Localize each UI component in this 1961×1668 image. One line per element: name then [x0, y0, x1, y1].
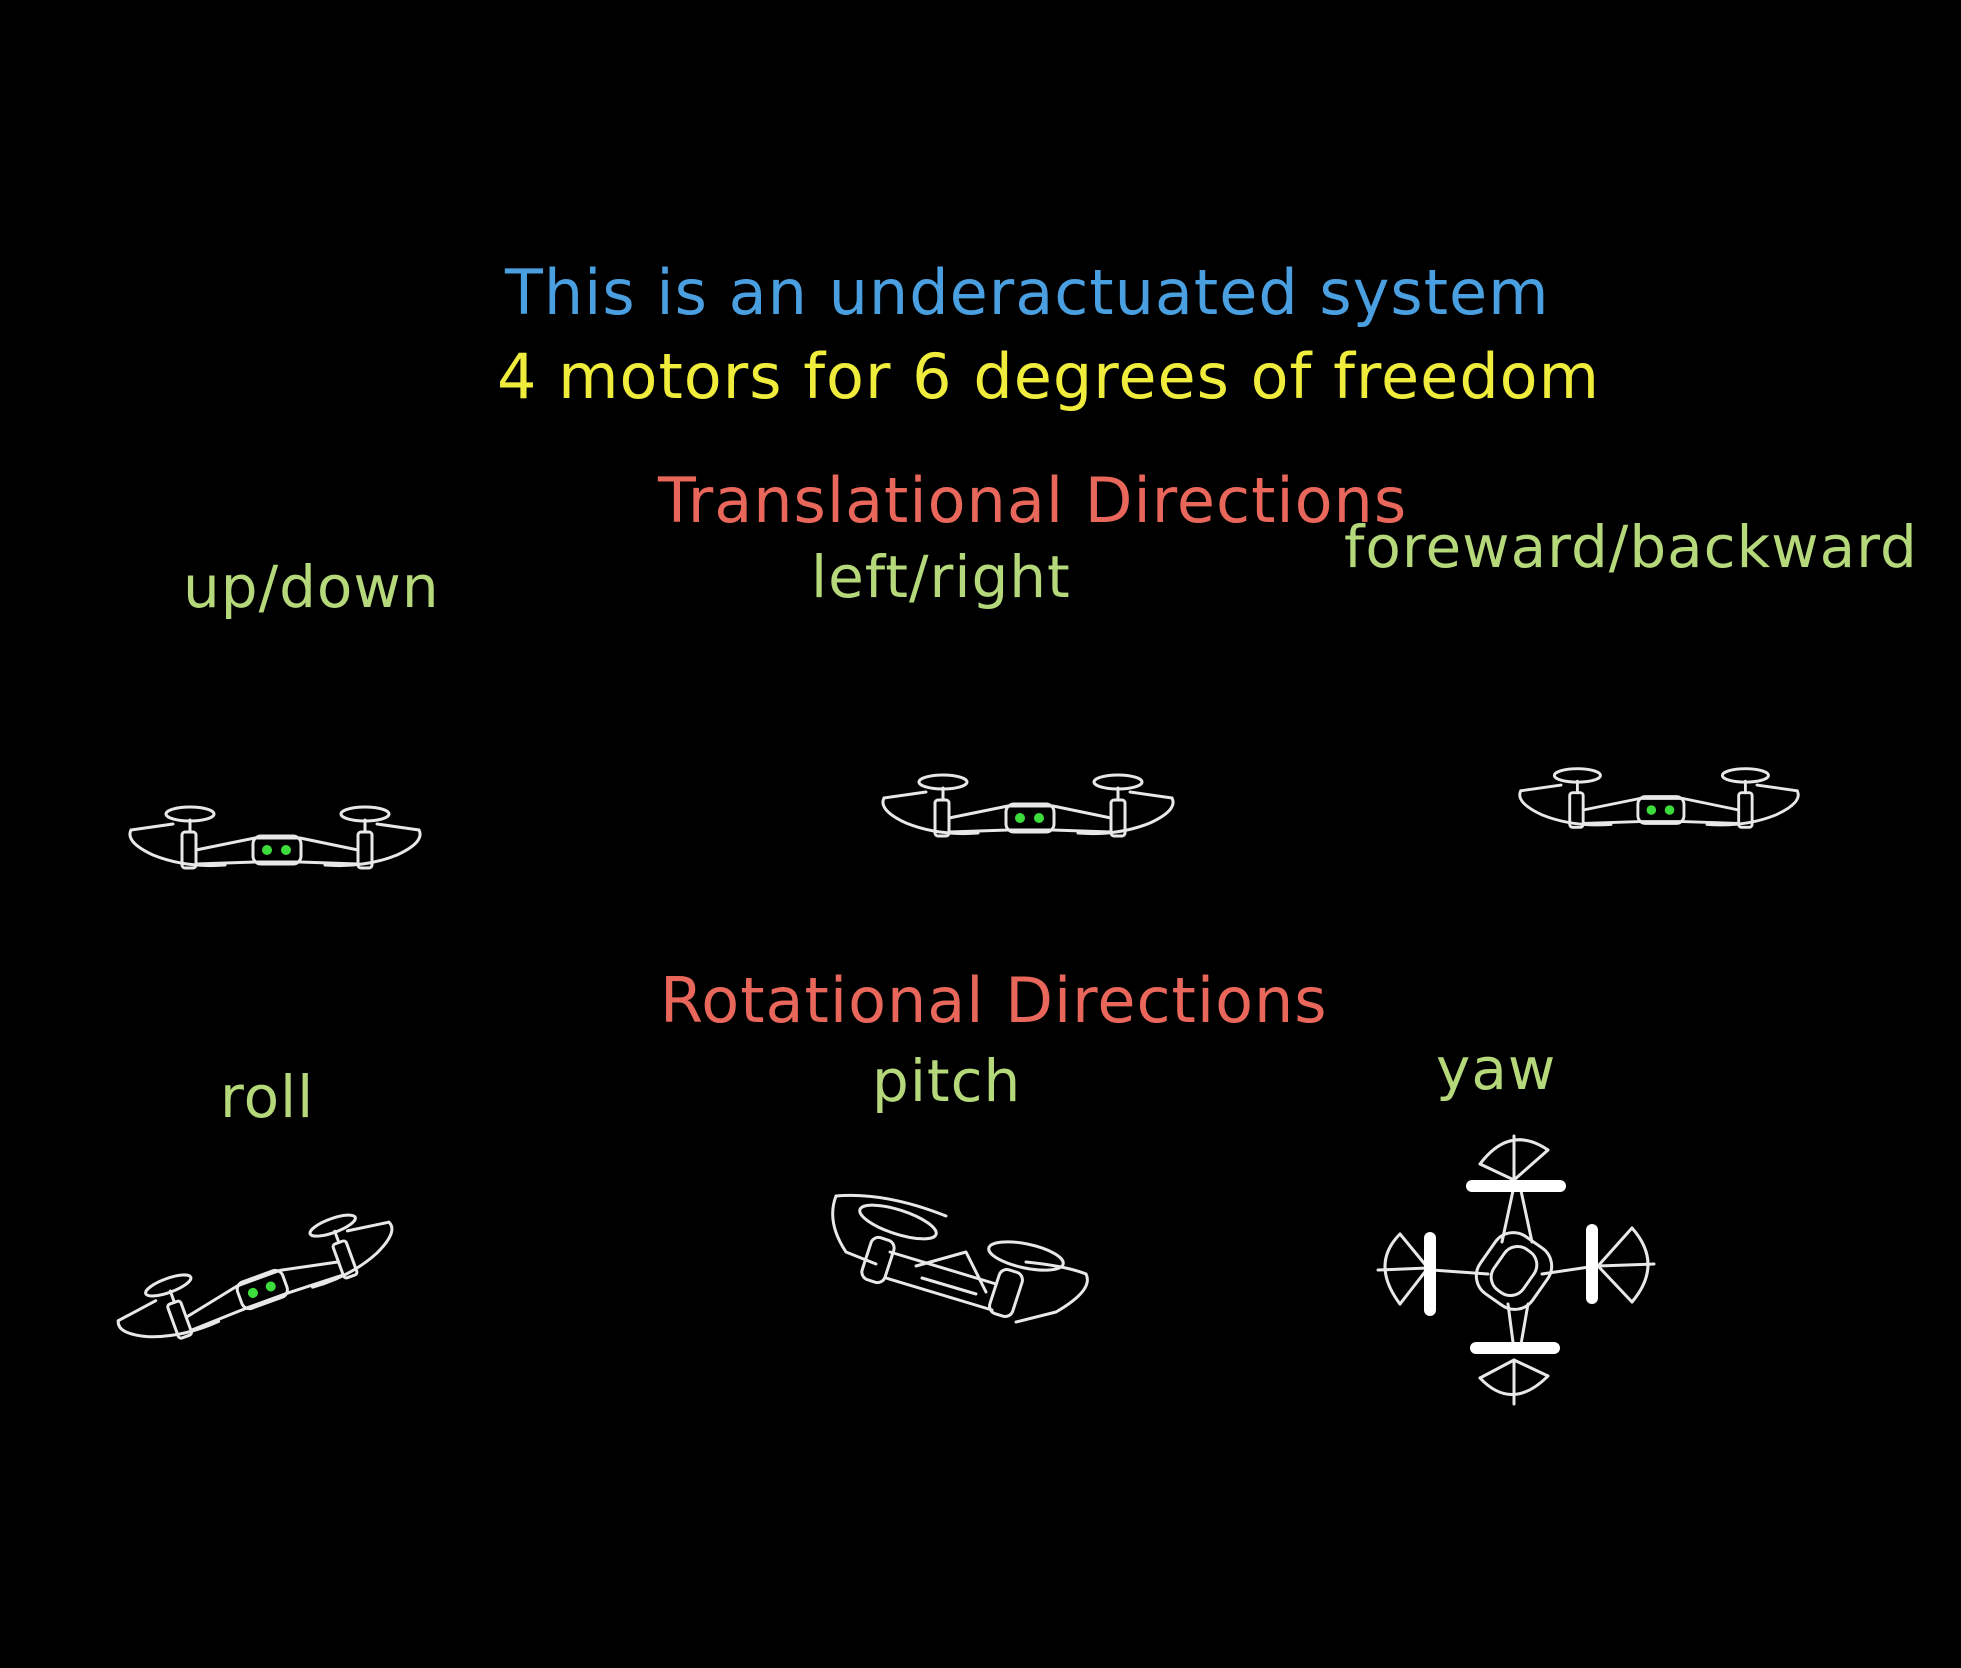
rotational-title: Rotational Directions	[660, 964, 1328, 1037]
heading-line-2: 4 motors for 6 degrees of freedom	[497, 340, 1601, 413]
label-up-down: up/down	[183, 553, 440, 621]
drone-yaw-icon	[1376, 1134, 1656, 1406]
drone-left-right-icon	[881, 773, 1175, 838]
heading-line-1: This is an underactuated system	[505, 256, 1550, 329]
drone-up-down-icon	[128, 805, 422, 870]
label-yaw: yaw	[1436, 1035, 1557, 1103]
drone-forward-backward-icon	[1518, 767, 1800, 829]
label-pitch: pitch	[872, 1047, 1022, 1115]
drone-roll-icon	[116, 1213, 394, 1340]
label-forward-backward: foreward/backward	[1344, 513, 1918, 581]
label-roll: roll	[220, 1063, 315, 1131]
translational-title: Translational Directions	[658, 464, 1408, 537]
drone-pitch-icon	[831, 1193, 1089, 1324]
label-left-right: left/right	[811, 543, 1071, 611]
